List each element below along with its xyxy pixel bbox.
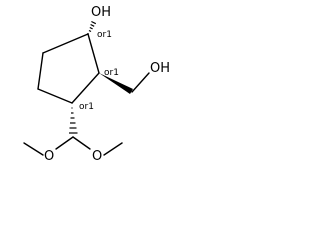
- hydroxyl-methyl-label: OH: [150, 61, 170, 76]
- bond-ch2-oh: [131, 72, 150, 93]
- bond-acetal-o-left: [55, 136, 74, 150]
- ring-bond-c4-c5: [37, 52, 44, 90]
- hashed-bond-c1-oh: [87, 20, 97, 34]
- ring-bond-c1-c2: [87, 33, 100, 74]
- wedge-bond-c2-ch2: [99, 73, 133, 94]
- ring-bond-c2-c3: [71, 72, 100, 104]
- bond-o-left-methyl: [23, 142, 44, 156]
- ring-bond-c3-c4: [37, 88, 73, 104]
- bond-acetal-o-right: [72, 136, 91, 150]
- stereo-label-c3: or1: [79, 102, 94, 112]
- stereo-label-c1: or1: [97, 30, 112, 40]
- hashed-bond-c3-acetal: [69, 107, 78, 134]
- ring-bond-c5-c1: [42, 33, 89, 54]
- hydroxyl-top-label: OH: [91, 5, 111, 20]
- bond-o-right-methyl: [103, 142, 123, 156]
- stereo-label-c2: or1: [104, 68, 119, 78]
- methoxy-oxygen-left: O: [44, 149, 54, 164]
- molecule-diagram: OH or1 or1 OH or1 O O: [23, 5, 170, 164]
- methoxy-oxygen-right: O: [92, 149, 102, 164]
